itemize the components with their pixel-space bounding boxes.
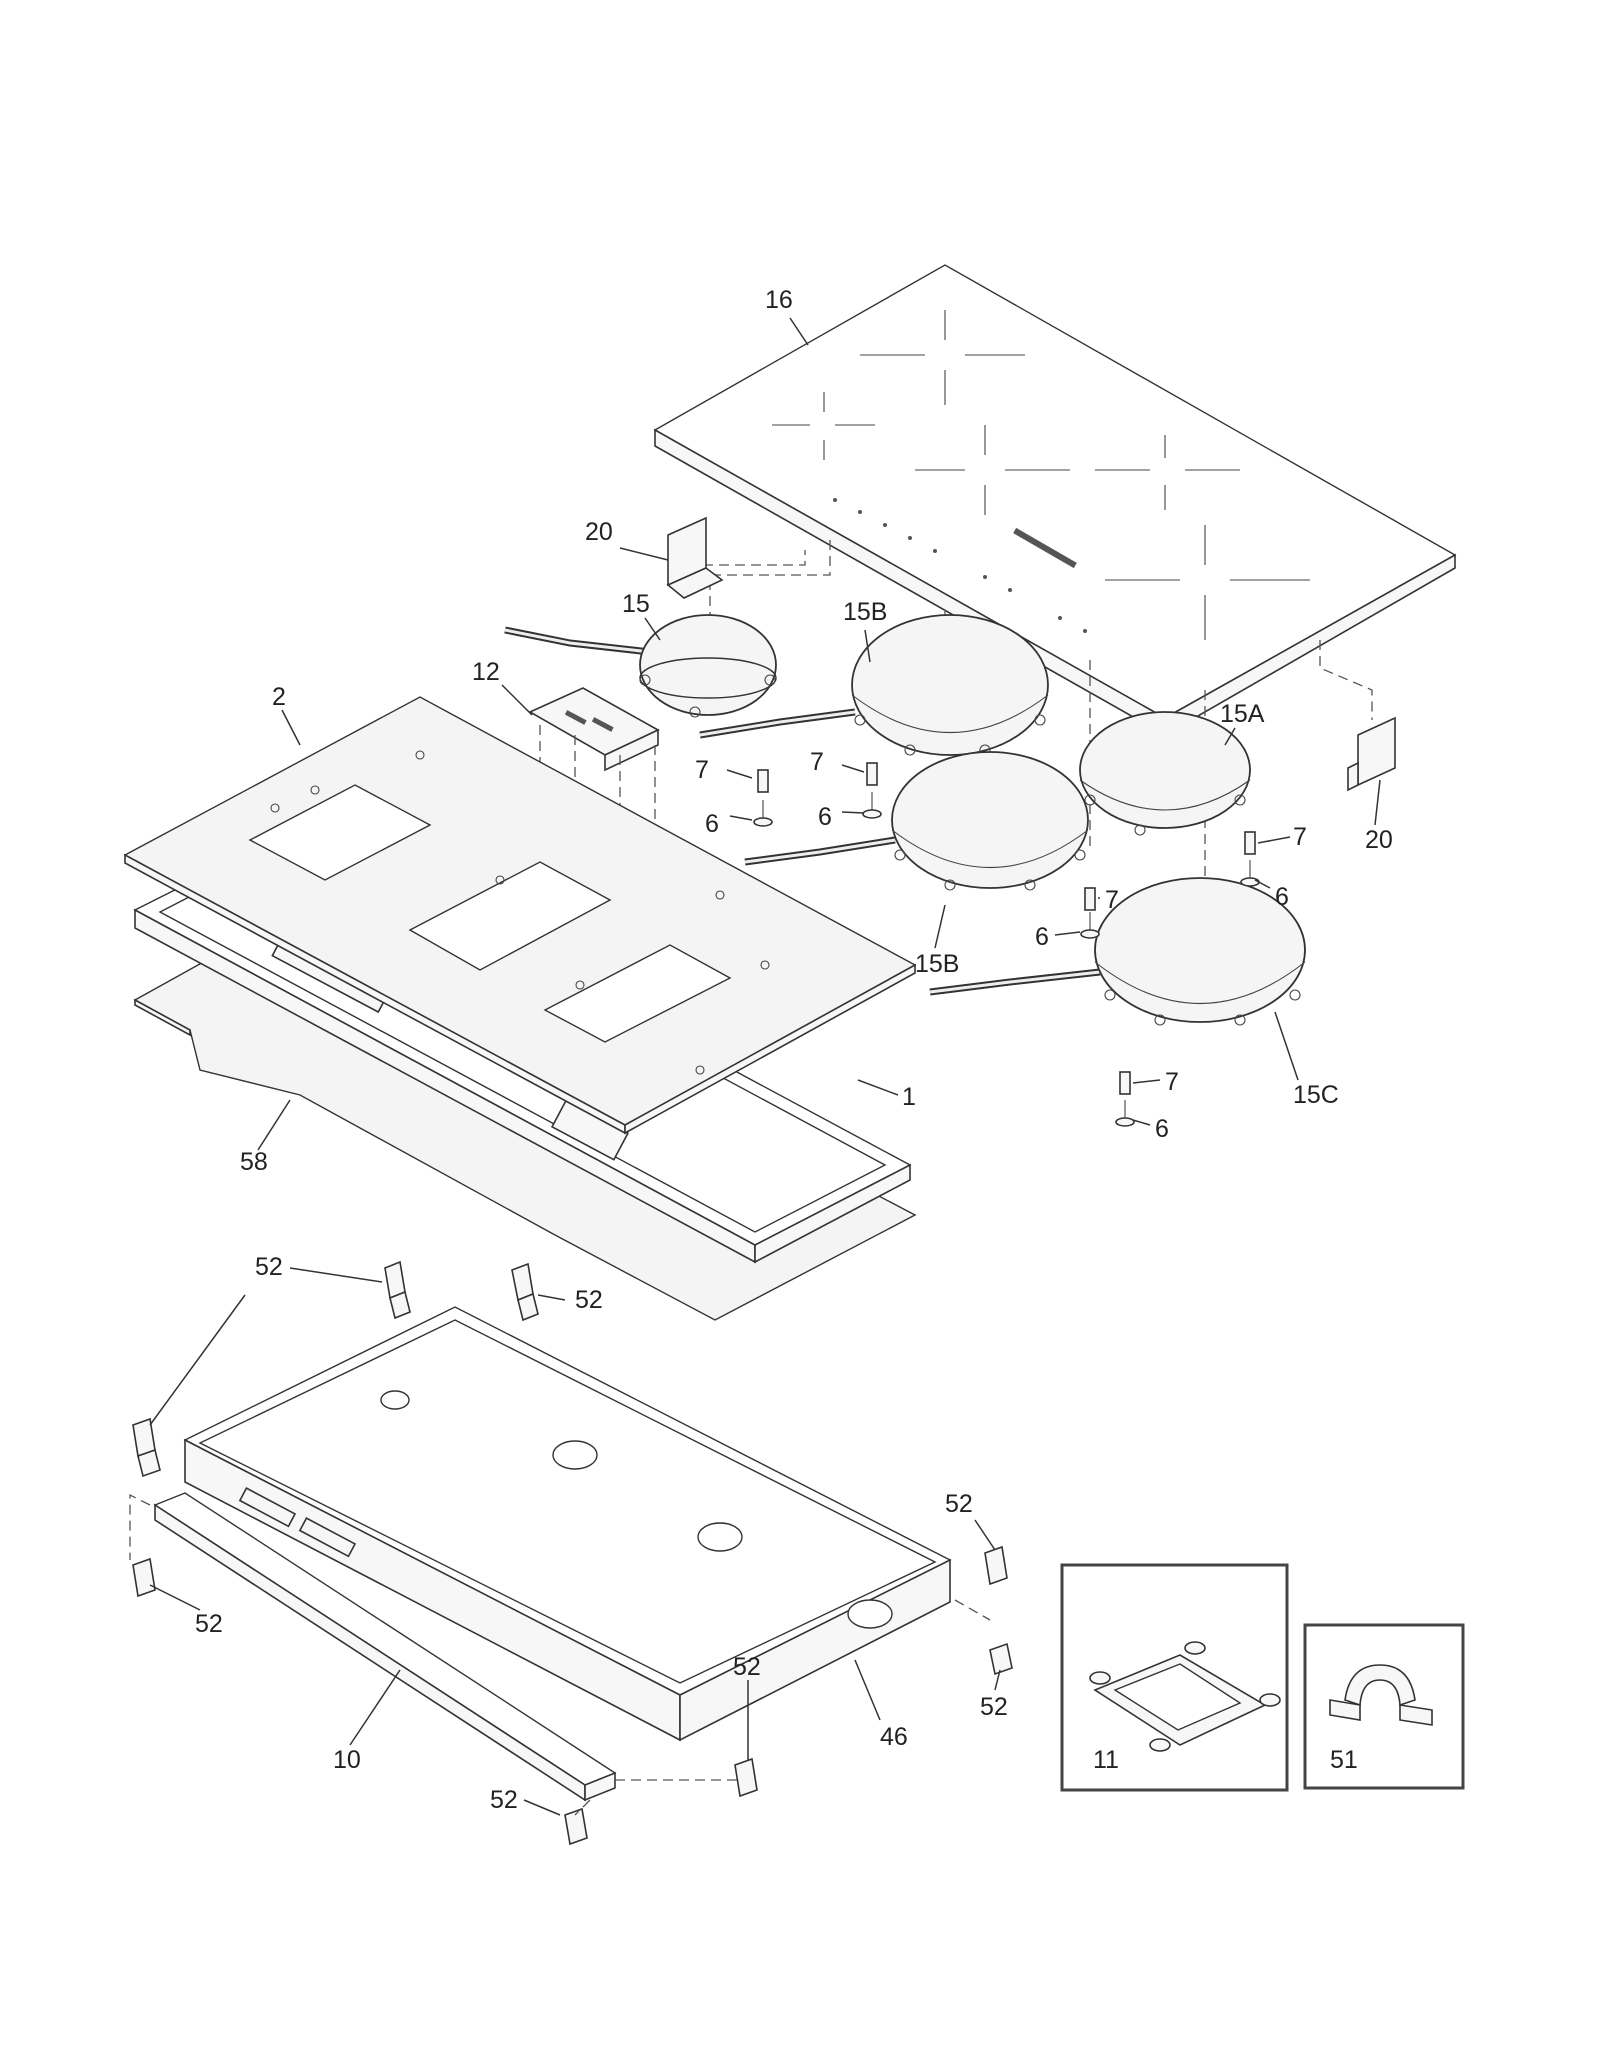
- bracket-right-part: [1347, 716, 1396, 792]
- callout-6a: 6: [705, 810, 719, 838]
- callout-labels: 16 20 20 15 15B 15A 15B 15C 12 2 1 58 7 …: [195, 286, 1393, 1814]
- callout-52g: 52: [490, 1786, 518, 1814]
- callout-15c: 15C: [1293, 1081, 1339, 1109]
- induction-coil-15b-top: [699, 614, 1049, 756]
- bottom-pan-46-part: [183, 1306, 952, 1742]
- induction-coil-15a: [1079, 711, 1251, 836]
- induction-coil-15b-bottom: [744, 751, 1089, 891]
- callout-7d: 7: [1105, 886, 1119, 914]
- glass-cooktop-part: [653, 264, 1457, 737]
- pin-6c: [1240, 860, 1260, 887]
- spring-7a: [757, 769, 769, 793]
- callout-7a: 7: [695, 756, 709, 784]
- inset-box-11: [1060, 1563, 1289, 1792]
- leader-lines: [149, 317, 1381, 1816]
- clip-52c: [132, 1417, 161, 1478]
- callout-6d: 6: [1035, 923, 1049, 951]
- callout-15b-top: 15B: [843, 598, 887, 626]
- callout-52c: 52: [195, 1610, 223, 1638]
- bracket-12-part: [528, 687, 660, 772]
- bracket-left-part: [666, 516, 724, 599]
- upper-insulation-2-part: [123, 696, 917, 1135]
- induction-coil-15c: [929, 877, 1306, 1026]
- clip-52f: [989, 1642, 1013, 1676]
- callout-52a: 52: [255, 1253, 283, 1281]
- callout-7b: 7: [810, 748, 824, 776]
- callout-52e: 52: [980, 1693, 1008, 1721]
- clip-52g: [734, 1757, 758, 1798]
- callout-51: 51: [1330, 1746, 1358, 1774]
- spring-7e: [1119, 1071, 1131, 1095]
- callout-12: 12: [472, 658, 500, 686]
- callout-11: 11: [1093, 1746, 1119, 1774]
- spring-7b: [866, 762, 878, 786]
- springs-and-pins: [753, 762, 1260, 1127]
- callout-15b-bottom: 15B: [915, 950, 959, 978]
- callout-52b: 52: [575, 1286, 603, 1314]
- inset-box-51: [1303, 1623, 1465, 1790]
- pin-6e: [1115, 1100, 1135, 1127]
- callout-20-left: 20: [585, 518, 613, 546]
- clip-52a: [384, 1260, 411, 1320]
- spring-7d: [1084, 887, 1096, 911]
- callout-6b: 6: [818, 803, 832, 831]
- callout-1: 1: [902, 1083, 916, 1111]
- callout-58: 58: [240, 1148, 268, 1176]
- callout-6e: 6: [1155, 1115, 1169, 1143]
- spring-7c: [1244, 831, 1256, 855]
- callout-52d: 52: [945, 1490, 973, 1518]
- callout-20-right: 20: [1365, 826, 1393, 854]
- pin-6b: [862, 792, 882, 819]
- clip-52d: [132, 1557, 156, 1598]
- callout-46: 46: [880, 1723, 908, 1751]
- callout-16: 16: [765, 286, 793, 314]
- pin-6a: [753, 800, 773, 827]
- front-rail-10-part: [153, 1492, 617, 1802]
- callout-7e: 7: [1165, 1068, 1179, 1096]
- clip-52e: [984, 1545, 1008, 1586]
- callout-52f: 52: [733, 1653, 761, 1681]
- clips-52: [132, 1260, 1013, 1846]
- callout-10: 10: [333, 1746, 361, 1774]
- clip-52h: [564, 1807, 588, 1846]
- callout-7c: 7: [1293, 823, 1307, 851]
- callout-6c: 6: [1275, 883, 1289, 911]
- induction-coil-15: [504, 614, 777, 718]
- pin-6d: [1080, 912, 1100, 939]
- alignment-lines-bottom: [129, 1493, 991, 1816]
- clip-52b: [511, 1262, 539, 1322]
- callout-15: 15: [622, 590, 650, 618]
- callout-2: 2: [272, 683, 286, 711]
- callout-15a: 15A: [1220, 700, 1265, 728]
